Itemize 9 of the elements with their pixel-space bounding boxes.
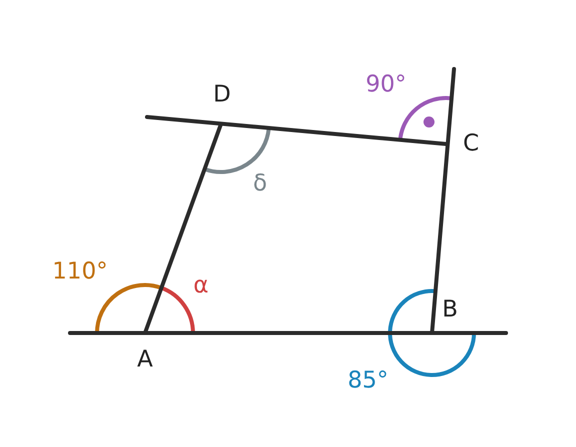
point-label: C (462, 132, 480, 156)
point-label: A (137, 348, 153, 372)
point-label: B (442, 298, 458, 322)
angle-label: 110° (52, 260, 108, 284)
angle-label: 90° (366, 74, 406, 96)
angle-label: α (193, 274, 209, 298)
point-label: D (213, 84, 231, 106)
angle-label: 85° (348, 370, 388, 392)
angle-label: δ (252, 172, 268, 196)
